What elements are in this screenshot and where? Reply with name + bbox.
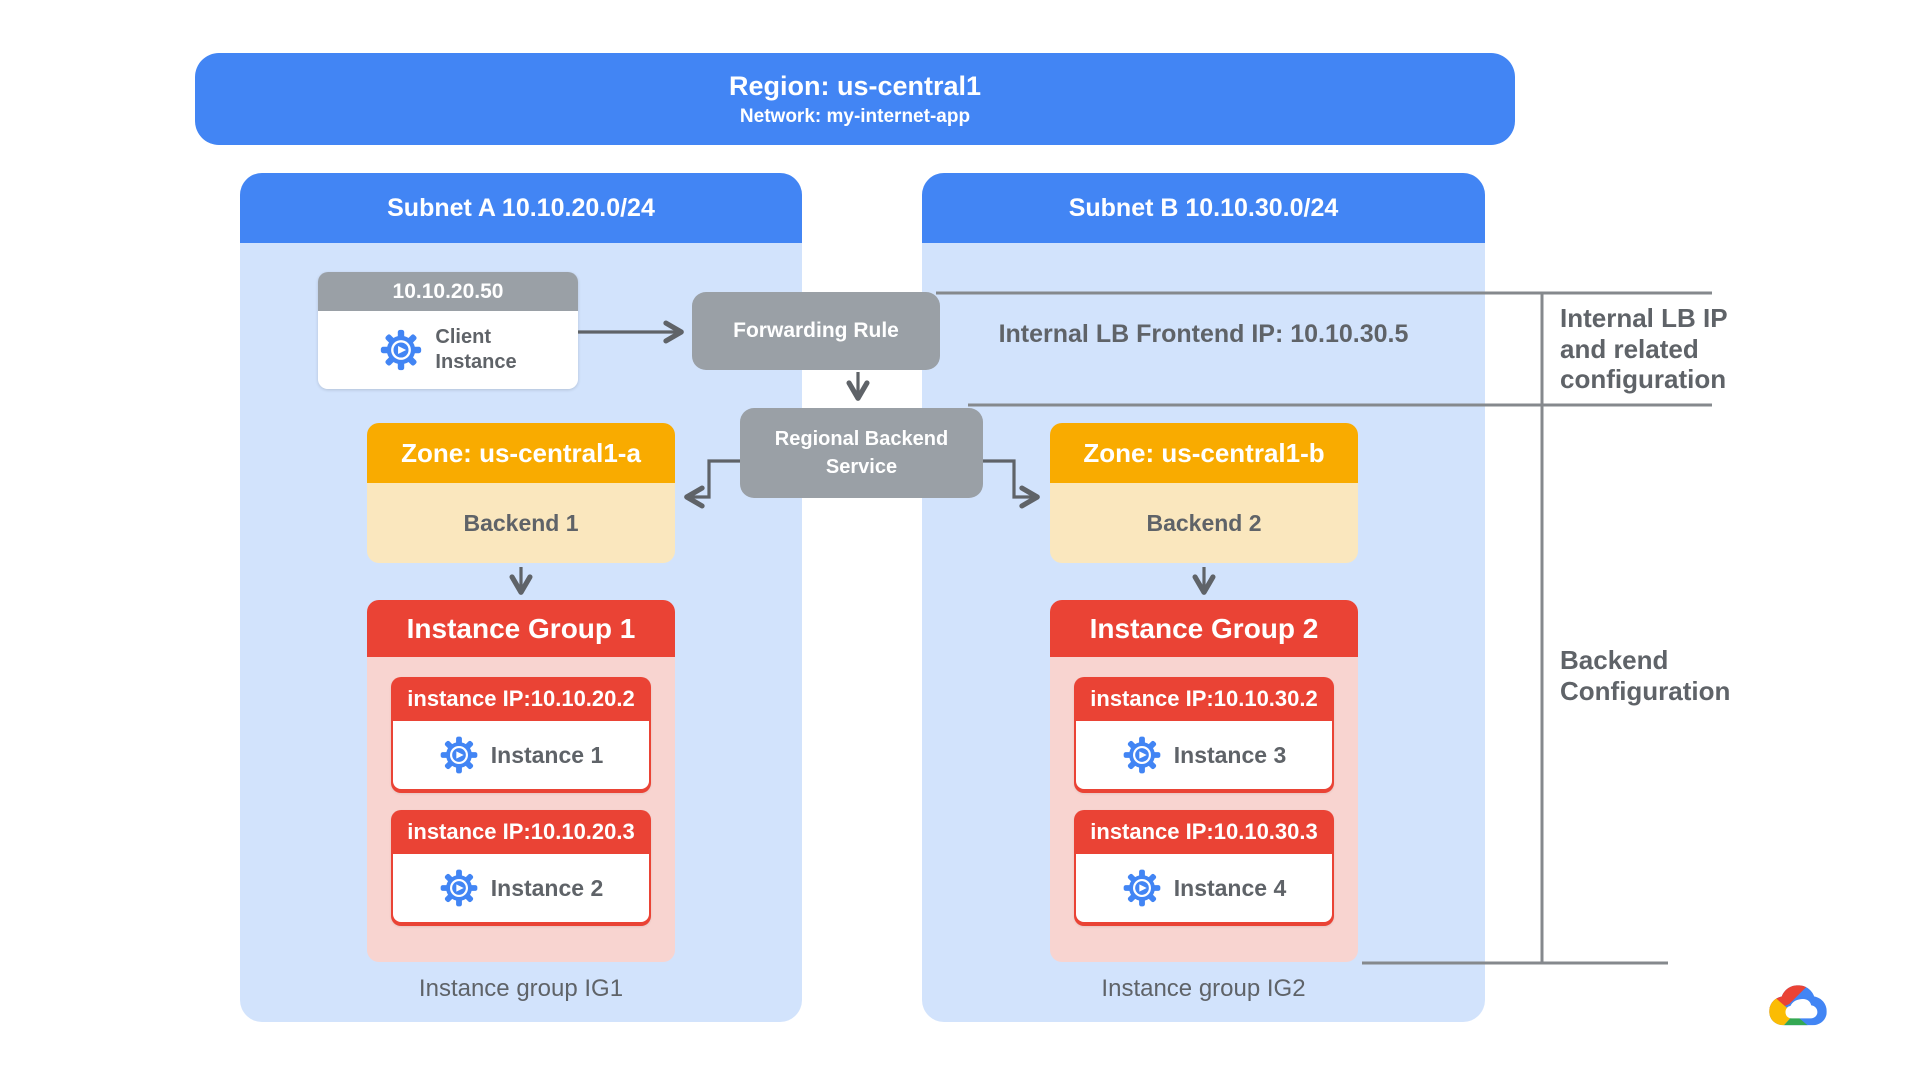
backend-1-label: Backend 1 [367,483,675,563]
instance-4-ip-label: instance IP:10.10.30.3 [1090,819,1318,844]
instance-4-name: Instance 4 [1173,874,1287,901]
instance-group-2-box: Instance Group 2 instance IP:10.10.30.2 [1050,600,1358,962]
instance-gear-icon [439,868,479,908]
zone-a-title: Zone: us-central1-a [367,423,675,483]
client-instance-label: Client Instance [435,326,517,373]
subnet-a-header: Subnet A 10.10.20.0/24 [240,173,802,243]
instance-2-ip-label: instance IP:10.10.20.3 [407,819,635,844]
zone-a-box: Zone: us-central1-a Backend 1 [367,423,675,563]
instance-gear-icon [439,735,479,775]
zone-b-box: Zone: us-central1-b Backend 2 [1050,423,1358,563]
instance-2-name: Instance 2 [490,874,604,901]
forwarding-rule-box: Forwarding Rule [692,292,940,370]
instance-1-name: Instance 1 [490,741,604,768]
instance-group-ig1-caption: Instance group IG1 [418,975,624,1002]
internal-lb-annotation: Internal LB IP and related configuration [1560,303,1728,395]
region-banner: Region: us-central1 Network: my-internet… [195,53,1515,145]
subnet-b: Subnet B 10.10.30.0/24 [922,173,1485,1022]
regional-backend-service-box: Regional Backend Service [740,408,983,498]
instance-3-name: Instance 3 [1173,741,1287,768]
backend-configuration-annotation: Backend Configuration [1560,645,1731,706]
subnet-b-header: Subnet B 10.10.30.0/24 [922,173,1485,243]
region-title: Region: us-central1 [728,70,982,101]
instance-group-1-title: Instance Group 1 [367,600,675,657]
instance-gear-icon [1122,868,1162,908]
client-ip-label: 10.10.20.50 [318,272,578,311]
network-subtitle: Network: my-internet-app [739,105,971,127]
zone-b-title: Zone: us-central1-b [1050,423,1358,483]
instance-1-ip-label: instance IP:10.10.20.2 [407,686,635,711]
instance-group-1-box: Instance Group 1 instance IP:10.10.20.2 [367,600,675,962]
instance-card-4: instance IP:10.10.30.3 [1074,810,1334,926]
instance-3-ip-label: instance IP:10.10.30.2 [1090,686,1318,711]
client-instance-box: 10.10.20.50 Client Instance [318,272,578,389]
google-cloud-logo [1768,980,1828,1028]
backend-2-label: Backend 2 [1050,483,1358,563]
instance-gear-icon [379,328,423,372]
instance-group-ig2-caption: Instance group IG2 [1101,975,1306,1002]
internal-lb-frontend-ip: Internal LB Frontend IP: 10.10.30.5 [998,320,1409,348]
instance-card-3: instance IP:10.10.30.2 [1074,677,1334,793]
instance-group-2-title: Instance Group 2 [1050,600,1358,657]
instance-card-1: instance IP:10.10.20.2 [391,677,651,793]
instance-card-2: instance IP:10.10.20.3 [391,810,651,926]
instance-gear-icon [1122,735,1162,775]
